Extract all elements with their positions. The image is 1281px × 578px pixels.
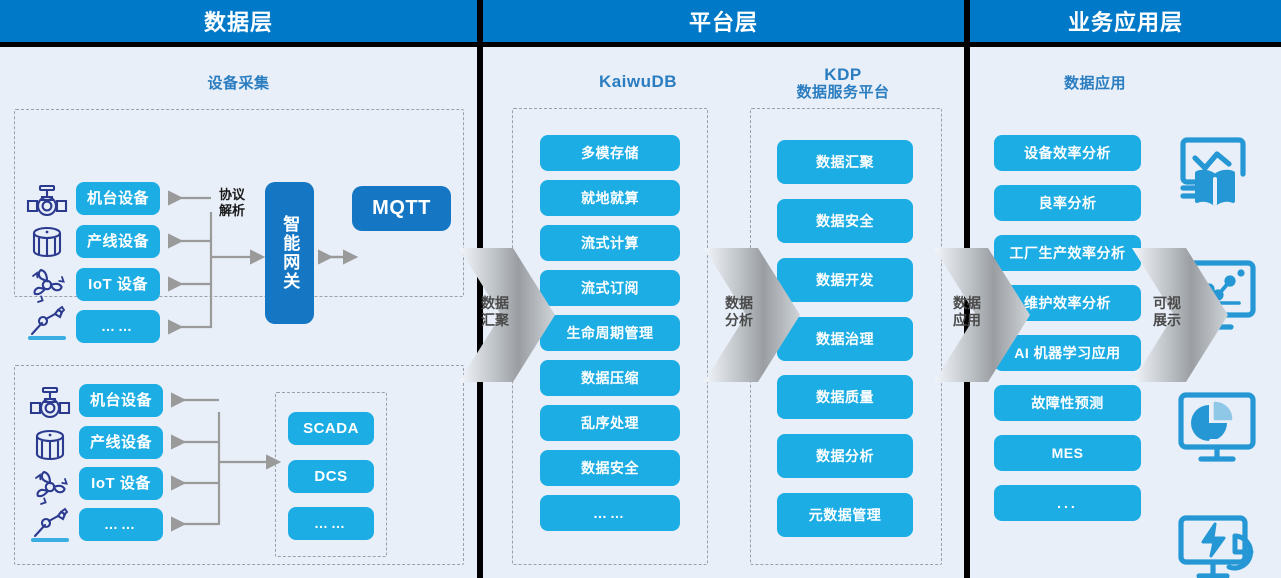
panel-platform-layer: 平台层 KaiwuDB KDP 数据服务平台 多模存储 就地就算 流式计算 流式… [483, 0, 964, 578]
connector-lines-bottom [170, 392, 282, 532]
kdp-pill-6[interactable]: 元数据管理 [777, 493, 913, 537]
panel-header-data-layer: 数据层 [0, 0, 477, 47]
app-pill-6[interactable]: MES [994, 435, 1141, 471]
arrow-data-application [934, 248, 1030, 382]
kdp-pill-0[interactable]: 数据汇聚 [777, 140, 913, 184]
kdp-pill-1[interactable]: 数据安全 [777, 199, 913, 243]
kdp-pill-3[interactable]: 数据治理 [777, 317, 913, 361]
kaiwudb-pill-7[interactable]: 数据安全 [540, 450, 680, 486]
device-pill-top-0[interactable]: 机台设备 [76, 182, 160, 215]
kaiwudb-pill-8[interactable]: …… [540, 495, 680, 531]
device-pill-bottom-2[interactable]: IoT 设备 [79, 467, 163, 500]
monitor-energy-gauge-icon [1173, 510, 1261, 578]
kdp-pill-4[interactable]: 数据质量 [777, 375, 913, 419]
connector-lines-top [167, 190, 359, 335]
monitor-pie-chart-icon [1173, 389, 1261, 476]
app-pill-2[interactable]: 工厂生产效率分析 [994, 235, 1141, 271]
system-pill-dcs[interactable]: DCS [288, 460, 374, 493]
panel-header-app-layer: 业务应用层 [970, 0, 1281, 47]
section-title-kdp-line2: 数据服务平台 [796, 84, 890, 101]
panel-header-platform-layer: 平台层 [483, 0, 964, 47]
kaiwudb-pill-5[interactable]: 数据压缩 [540, 360, 680, 396]
arrow-label-data-analysis: 数据 分析 [725, 295, 753, 328]
panel-title-data-layer: 数据层 [203, 10, 273, 35]
app-pill-5[interactable]: 故障性预测 [994, 385, 1141, 421]
arrow-label-data-aggregation: 数据 汇聚 [481, 295, 509, 328]
smart-gateway-box[interactable]: 智能网关 [265, 182, 314, 324]
device-pill-top-1[interactable]: 产线设备 [76, 225, 160, 258]
robot-arm-icon [27, 507, 73, 550]
protocol-parse-label: 协议 解析 [218, 187, 245, 218]
panel-data-layer: 数据层 设备采集 [0, 0, 477, 578]
device-pill-bottom-0[interactable]: 机台设备 [79, 384, 163, 417]
device-pill-bottom-1[interactable]: 产线设备 [79, 426, 163, 459]
section-title-kaiwudb: KaiwuDB [598, 72, 678, 91]
fan-icon [24, 264, 70, 311]
valve-icon [25, 182, 69, 227]
device-pill-top-2[interactable]: IoT 设备 [76, 268, 160, 301]
arrow-visualization [1132, 248, 1228, 382]
app-pill-0[interactable]: 设备效率分析 [994, 135, 1141, 171]
arrow-label-visualization: 可视 展示 [1153, 295, 1181, 328]
panel-body-platform-layer: KaiwuDB KDP 数据服务平台 多模存储 就地就算 流式计算 流式订阅 生… [483, 52, 964, 578]
panel-title-platform-layer: 平台层 [688, 10, 758, 35]
system-pill-scada[interactable]: SCADA [288, 412, 374, 445]
arrow-data-aggregation [459, 248, 555, 382]
kaiwudb-pill-6[interactable]: 乱序处理 [540, 405, 680, 441]
fan-icon [27, 466, 73, 513]
app-pill-1[interactable]: 良率分析 [994, 185, 1141, 221]
tank-icon [27, 224, 67, 267]
app-pill-7[interactable]: ... [994, 485, 1141, 521]
panel-divider-1 [477, 0, 483, 578]
arrow-data-analysis [704, 248, 800, 382]
presentation-chart-book-icon [1175, 132, 1259, 215]
panel-body-data-layer: 设备采集 [0, 52, 477, 578]
robot-arm-icon [24, 305, 70, 348]
mqtt-box[interactable]: MQTT [352, 186, 451, 231]
kaiwudb-pill-2[interactable]: 流式计算 [540, 225, 680, 261]
group-box-device-collection-top [14, 109, 464, 297]
tank-icon [30, 427, 70, 470]
section-title-device-collection: 设备采集 [207, 75, 270, 92]
system-pill-more[interactable]: …… [288, 507, 374, 540]
app-pill-4[interactable]: AI 机器学习应用 [994, 335, 1141, 371]
kaiwudb-pill-0[interactable]: 多模存储 [540, 135, 680, 171]
kaiwudb-pill-1[interactable]: 就地就算 [540, 180, 680, 216]
arrow-label-data-application: 数据 应用 [953, 295, 981, 328]
device-pill-top-3[interactable]: …… [76, 310, 160, 343]
kdp-pill-2[interactable]: 数据开发 [777, 258, 913, 302]
section-title-kdp: KDP 数据服务平台 [733, 66, 953, 102]
device-pill-bottom-3[interactable]: …… [79, 508, 163, 541]
kdp-pill-5[interactable]: 数据分析 [777, 434, 913, 478]
section-title-data-application: 数据应用 [1063, 75, 1126, 92]
panel-title-app-layer: 业务应用层 [1067, 10, 1183, 35]
group-box-control-systems [275, 392, 387, 557]
kaiwudb-pill-4[interactable]: 生命周期管理 [540, 315, 680, 351]
valve-icon [28, 384, 72, 429]
group-box-device-collection-bottom [14, 365, 464, 565]
kaiwudb-pill-3[interactable]: 流式订阅 [540, 270, 680, 306]
section-title-kdp-line1: KDP [824, 65, 862, 84]
